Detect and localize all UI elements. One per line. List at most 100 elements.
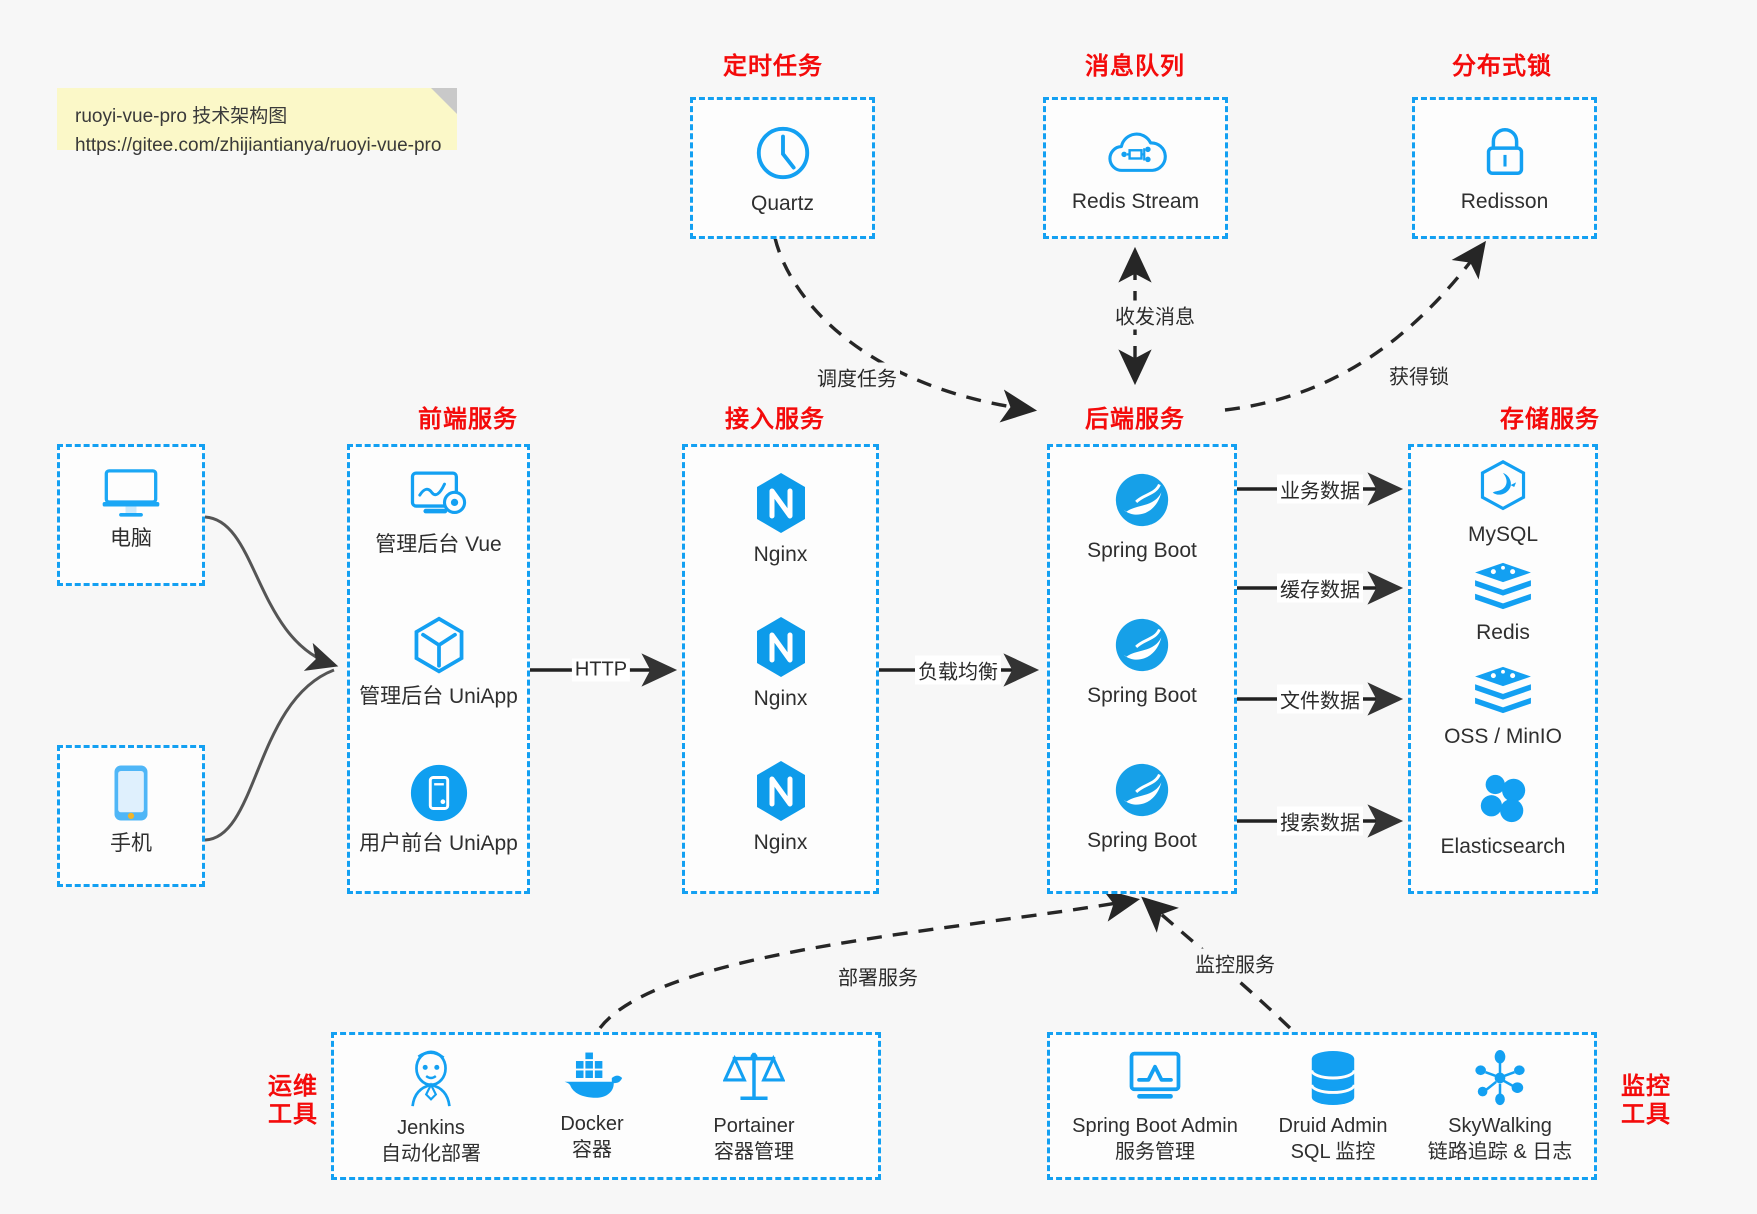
edge-label-monitor: 监控服务 — [1192, 948, 1278, 978]
node-redisson[interactable]: Redisson — [1415, 122, 1594, 215]
node-label: Nginx — [753, 543, 808, 566]
node-jenkins[interactable]: Jenkins 自动化部署 — [356, 1047, 506, 1168]
spring-boot-icon — [1115, 618, 1169, 672]
node-sublabel: 容器 — [572, 1139, 612, 1161]
mobile-phone-icon — [114, 765, 148, 821]
group-title-distributed-lock: 分布式锁 — [1452, 53, 1552, 80]
monitoring-title-line2: 工具 — [1621, 1101, 1671, 1129]
node-nginx-1[interactable]: Nginx — [685, 471, 876, 568]
group-distributed-lock: Redisson — [1412, 97, 1597, 239]
node-redis[interactable]: Redis — [1411, 561, 1595, 646]
node-skywalking[interactable]: SkyWalking 链路追踪 & 日志 — [1405, 1049, 1595, 1166]
mobile-circle-icon — [410, 764, 467, 822]
node-label: 手机 — [110, 832, 152, 855]
node-redis-stream[interactable]: Redis Stream — [1046, 124, 1225, 215]
node-spring-boot-2[interactable]: Spring Boot — [1050, 614, 1234, 709]
node-portainer[interactable]: Portainer 容器管理 — [679, 1047, 829, 1166]
docker-whale-icon — [564, 1052, 623, 1098]
database-cylinder-icon — [1310, 1051, 1356, 1105]
node-label: 电脑 — [110, 527, 152, 550]
spring-boot-icon — [1115, 473, 1169, 527]
group-title-monitoring: 监控 工具 — [1611, 1073, 1681, 1130]
monitoring-title-line1: 监控 — [1621, 1073, 1671, 1100]
node-label: 管理后台 Vue — [375, 533, 502, 556]
node-mysql[interactable]: MySQL — [1411, 459, 1595, 548]
group-title-frontend: 前端服务 — [418, 406, 518, 433]
node-label: Jenkins — [397, 1117, 465, 1139]
node-label: 管理后台 UniApp — [359, 685, 518, 708]
lock-icon — [1486, 128, 1523, 176]
edge-label-schedule: 调度任务 — [814, 362, 900, 392]
group-storage: MySQL Redis OSS / MinIO — [1408, 444, 1598, 894]
node-admin-vue[interactable]: 管理后台 Vue — [350, 467, 527, 558]
desktop-monitor-icon — [102, 469, 160, 517]
node-label: SkyWalking — [1448, 1115, 1552, 1137]
group-title-message-queue: 消息队列 — [1085, 53, 1185, 80]
node-sublabel: 容器管理 — [714, 1141, 794, 1163]
node-label: Redis — [1476, 621, 1530, 644]
note-title: ruoyi-vue-pro 技术架构图 — [75, 106, 288, 127]
node-spring-boot-1[interactable]: Spring Boot — [1050, 469, 1234, 564]
group-backend: Spring Boot Spring Boot Spring Boot — [1047, 444, 1237, 894]
skywalking-node-icon — [1475, 1049, 1525, 1106]
edge-label-http: HTTP — [571, 658, 631, 682]
jenkins-butler-icon — [411, 1050, 451, 1107]
node-label: OSS / MinIO — [1444, 725, 1562, 748]
node-oss-minio[interactable]: OSS / MinIO — [1411, 665, 1595, 750]
node-sublabel: SQL 监控 — [1290, 1141, 1376, 1163]
clock-icon — [756, 126, 809, 180]
edge-label-file-data: 文件数据 — [1277, 684, 1363, 714]
group-client-mobile: 手机 — [57, 745, 205, 887]
redis-stack-icon — [1475, 666, 1531, 714]
node-docker[interactable]: Docker 容器 — [517, 1051, 667, 1164]
node-admin-uniapp[interactable]: 管理后台 UniApp — [350, 615, 527, 710]
node-label: Portainer — [713, 1115, 795, 1137]
edge-label-lock: 获得锁 — [1386, 360, 1452, 390]
group-title-devops: 运维 工具 — [258, 1073, 328, 1130]
group-title-gateway: 接入服务 — [725, 406, 825, 433]
node-label: Spring Boot — [1087, 539, 1197, 562]
nginx-icon — [756, 617, 805, 677]
group-title-storage: 存储服务 — [1500, 406, 1600, 433]
group-title-scheduled-task: 定时任务 — [723, 53, 823, 80]
node-nginx-2[interactable]: Nginx — [685, 615, 876, 712]
node-spring-boot-admin[interactable]: Spring Boot Admin 服务管理 — [1060, 1049, 1250, 1166]
edge-label-message: 收发消息 — [1112, 300, 1198, 330]
node-elasticsearch[interactable]: Elasticsearch — [1411, 771, 1595, 860]
edge-label-search-data: 搜索数据 — [1277, 806, 1363, 836]
monitor-chart-icon — [1129, 1051, 1181, 1099]
node-mobile[interactable]: 手机 — [60, 762, 202, 857]
group-title-backend: 后端服务 — [1085, 406, 1185, 433]
group-client-desktop: 电脑 — [57, 444, 205, 586]
dashboard-gear-icon — [410, 471, 466, 515]
edge-label-cache-data: 缓存数据 — [1277, 573, 1363, 603]
redis-stack-icon — [1475, 562, 1531, 610]
scales-balance-icon — [723, 1052, 785, 1101]
group-frontend: 管理后台 Vue 管理后台 UniApp 用户前台 UniApp — [347, 444, 530, 894]
node-label: Elasticsearch — [1440, 835, 1566, 858]
node-label: Nginx — [753, 831, 808, 854]
node-label: Redisson — [1460, 190, 1549, 213]
group-gateway: Nginx Nginx Nginx — [682, 444, 879, 894]
nginx-icon — [756, 761, 805, 821]
node-label: Docker — [560, 1113, 624, 1135]
devops-title-line1: 运维 — [268, 1073, 318, 1100]
node-spring-boot-3[interactable]: Spring Boot — [1050, 759, 1234, 854]
node-user-uniapp[interactable]: 用户前台 UniApp — [350, 762, 527, 857]
cloud-network-icon — [1107, 132, 1167, 172]
node-sublabel: 服务管理 — [1115, 1141, 1195, 1163]
node-quartz[interactable]: Quartz — [693, 122, 872, 217]
edge-label-deploy: 部署服务 — [835, 961, 921, 991]
node-nginx-3[interactable]: Nginx — [685, 759, 876, 856]
group-scheduled-task: Quartz — [690, 97, 875, 239]
node-druid-admin[interactable]: Druid Admin SQL 监控 — [1253, 1049, 1413, 1166]
node-label: Spring Boot — [1087, 684, 1197, 707]
node-label: Spring Boot — [1087, 829, 1197, 852]
hexagon-cube-icon — [414, 616, 463, 674]
node-desktop[interactable]: 电脑 — [60, 463, 202, 552]
elasticsearch-icon — [1480, 774, 1526, 823]
node-sublabel: 链路追踪 & 日志 — [1427, 1141, 1573, 1163]
node-label: 用户前台 UniApp — [359, 832, 518, 855]
spring-boot-icon — [1115, 763, 1169, 817]
